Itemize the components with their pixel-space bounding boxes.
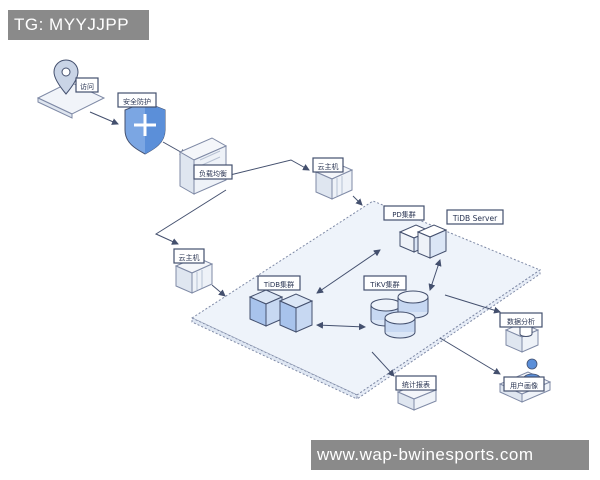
edge-tidb-pd — [316, 249, 381, 294]
tidb-server-label: TiDB Server — [452, 214, 498, 223]
edge-tikv-pd — [428, 259, 442, 291]
cloud-host-left-node: 云主机 — [173, 248, 214, 294]
edge-visit-security — [89, 111, 119, 125]
data-analysis-label: 数据分析 — [507, 317, 535, 326]
disk-stack-3 — [384, 311, 416, 339]
load-balancer-label: 负载均衡 — [199, 169, 227, 178]
edge-lb-cloudhost-left — [154, 189, 227, 245]
data-analysis-node: 数据分析 — [499, 312, 543, 353]
stats-report-label: 统计报表 — [402, 380, 430, 389]
edge-stats-report — [371, 351, 395, 377]
visit-node: 访问 — [36, 59, 106, 119]
edge-user-profile — [439, 337, 501, 375]
stats-report-node: 统计报表 — [395, 375, 438, 411]
edge-cloudhost-platform — [352, 195, 363, 206]
bottom-watermark: www.wap-bwinesports.com — [311, 440, 589, 470]
tidb-server-tag: TiDB Server — [446, 209, 504, 225]
visit-label: 访问 — [80, 82, 94, 91]
tikv-cluster-label: TiKV集群 — [369, 280, 399, 289]
cloud-host-right-node: 云主机 — [312, 157, 354, 200]
security-label: 安全防护 — [123, 97, 151, 106]
user-profile-node: 用户画像 — [498, 358, 552, 403]
edge-lb-cloudhost-right — [225, 159, 310, 177]
edge-data-analysis — [444, 294, 501, 314]
cloud-host-left-label: 云主机 — [179, 253, 200, 262]
pd-cluster-label: PD集群 — [392, 210, 416, 219]
tidb-cluster-label: TiDB集群 — [263, 280, 294, 289]
tidb-platform — [190, 200, 542, 400]
edge-tidb-tikv — [316, 321, 366, 331]
top-watermark: TG: MYYJJPP — [8, 10, 149, 40]
edge-cloudhost-left-platform — [211, 284, 226, 297]
user-profile-label: 用户画像 — [510, 381, 538, 390]
tidb-cluster-node: TiDB集群 — [248, 275, 314, 333]
pd-cluster-node: PD集群 — [383, 205, 448, 259]
load-balancer-node: 负载均衡 — [178, 137, 233, 195]
tikv-cluster-node: TiKV集群 — [363, 275, 429, 339]
cloud-host-right-label: 云主机 — [318, 162, 339, 171]
plus-icon — [134, 114, 156, 136]
security-node: 安全防护 — [117, 92, 166, 155]
